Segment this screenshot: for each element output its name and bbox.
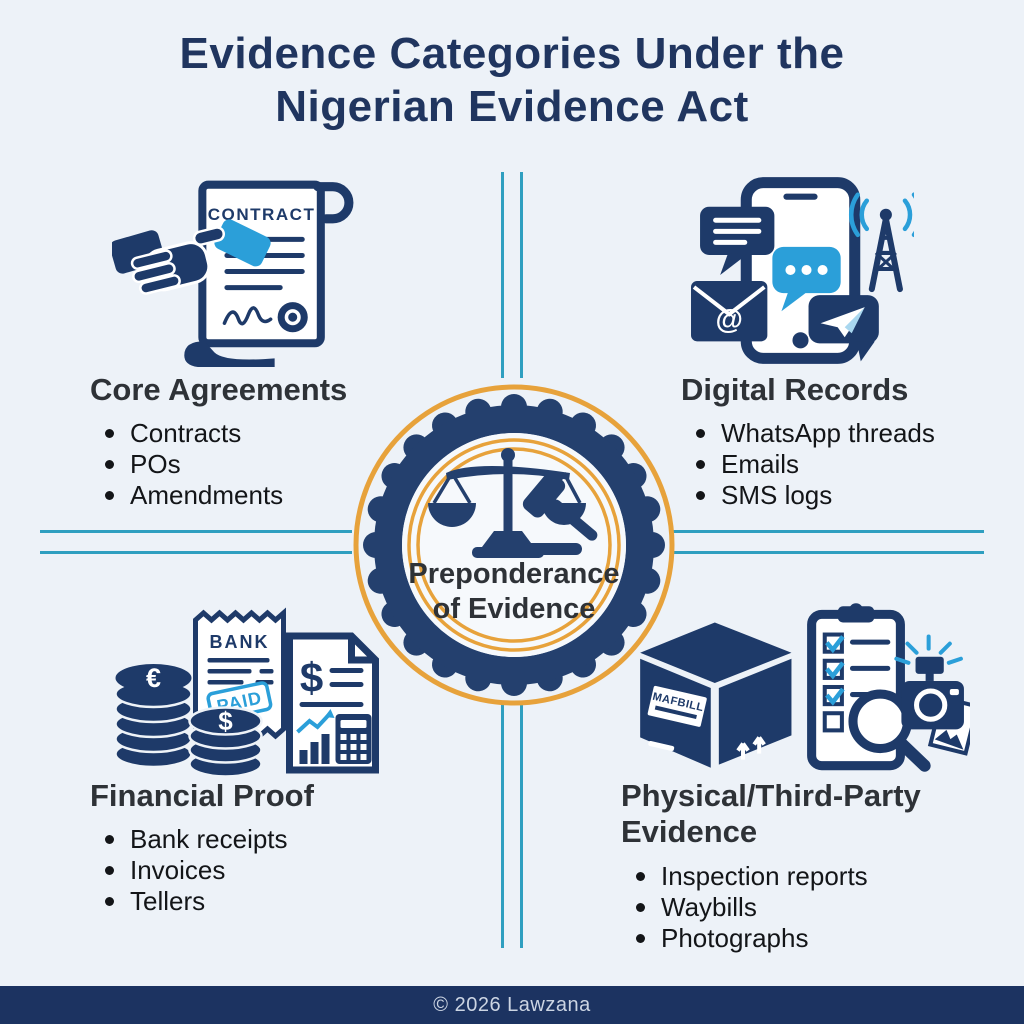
camera-icon [894, 634, 964, 730]
list-item-label: Bank receipts [130, 824, 288, 854]
list-financial-proof: Bank receipts Invoices Tellers [105, 824, 288, 917]
list-item: Waybills [636, 892, 868, 923]
divider-right-top [672, 530, 984, 533]
list-digital-records: WhatsApp threads Emails SMS logs [696, 418, 935, 511]
list-core-agreements: Contracts POs Amendments [105, 418, 283, 511]
bullet-icon [105, 835, 114, 844]
radio-tower-icon [849, 192, 914, 293]
coin-stack-dollar-icon: $ [188, 706, 263, 778]
typing-bubble-icon [772, 246, 841, 312]
list-item-label: Amendments [130, 480, 284, 510]
bullet-icon [696, 429, 705, 438]
divider-bottom-right [520, 705, 523, 948]
list-item: Photographs [636, 923, 868, 954]
bank-label: BANK [210, 632, 270, 652]
digital-phone-icon: @ [688, 170, 914, 367]
bullet-icon [105, 429, 114, 438]
heading-physical-evidence: Physical/Third-Party Evidence [621, 778, 921, 849]
scales-of-justice-icon [428, 448, 598, 558]
footer-copyright: © 2026 Lawzana [433, 993, 591, 1016]
euro-glyph: € [146, 663, 161, 693]
footer-bar: © 2026 Lawzana [0, 986, 1024, 1024]
list-item: Contracts [105, 418, 283, 449]
paper-plane-bubble-icon [808, 295, 879, 362]
bullet-icon [636, 903, 645, 912]
bullet-icon [636, 934, 645, 943]
contract-label: CONTRACT [208, 205, 316, 224]
bullet-icon [105, 460, 114, 469]
divider-left-bottom [40, 551, 352, 554]
list-item-label: Contracts [130, 418, 242, 448]
heading-financial-proof: Financial Proof [90, 778, 314, 813]
page-title-line2: Nigerian Evidence Act [275, 81, 749, 131]
list-item-label: Photographs [661, 923, 809, 953]
list-item-label: Emails [721, 449, 800, 479]
list-item: Bank receipts [105, 824, 288, 855]
bank-receipt-icon: BANK PAID [193, 607, 286, 742]
waybill-box-icon: MAFBILL [640, 622, 792, 768]
bullet-icon [696, 491, 705, 500]
divider-top-right [520, 172, 523, 378]
financial-proof-icon: BANK PAID € [103, 594, 384, 782]
list-item-label: POs [130, 449, 181, 479]
list-item-label: WhatsApp threads [721, 418, 935, 448]
rosette-ring [363, 394, 665, 696]
list-item: Invoices [105, 855, 288, 886]
contract-handshake-icon: CONTRACT [112, 170, 368, 367]
list-item: SMS logs [696, 480, 935, 511]
list-item: Amendments [105, 480, 283, 511]
dollar-glyph: $ [218, 706, 233, 736]
list-item-label: Waybills [661, 892, 757, 922]
gavel-icon [522, 472, 598, 541]
bullet-icon [636, 872, 645, 881]
badge-label: Preponderance of Evidence [408, 558, 620, 625]
at-sign-glyph: @ [715, 303, 742, 334]
divider-left-top [40, 530, 352, 533]
invoice-dollar-glyph: $ [300, 654, 323, 701]
list-physical-evidence: Inspection reports Waybills Photographs [636, 861, 868, 954]
list-item: Inspection reports [636, 861, 868, 892]
calculator-icon [335, 714, 372, 764]
list-item: Tellers [105, 886, 288, 917]
divider-bottom-left [501, 705, 504, 948]
list-item: POs [105, 449, 283, 480]
list-item-label: SMS logs [721, 480, 833, 510]
email-envelope-icon: @ [691, 281, 768, 342]
bullet-icon [105, 491, 114, 500]
list-item-label: Tellers [130, 886, 206, 916]
list-item: WhatsApp threads [696, 418, 935, 449]
coin-stack-euro-icon: € [114, 663, 193, 769]
bullet-icon [105, 866, 114, 875]
list-item-label: Invoices [130, 855, 226, 885]
scales-gavel-badge-icon [353, 384, 675, 706]
list-item: Emails [696, 449, 935, 480]
heading-core-agreements: Core Agreements [90, 372, 348, 407]
chat-bubble-icon [700, 206, 775, 276]
center-badge: Preponderance of Evidence [344, 375, 684, 715]
divider-right-bottom [672, 551, 984, 554]
page-title-line1: Evidence Categories Under the [179, 29, 845, 78]
page-title: Evidence Categories Under the Nigerian E… [0, 28, 1024, 134]
invoice-document-icon: $ [286, 632, 379, 774]
divider-top-left [501, 172, 504, 378]
list-item-label: Inspection reports [661, 861, 868, 891]
heading-digital-records: Digital Records [681, 372, 909, 407]
physical-evidence-icon: MAFBILL [622, 600, 970, 774]
bullet-icon [696, 460, 705, 469]
bullet-icon [105, 897, 114, 906]
